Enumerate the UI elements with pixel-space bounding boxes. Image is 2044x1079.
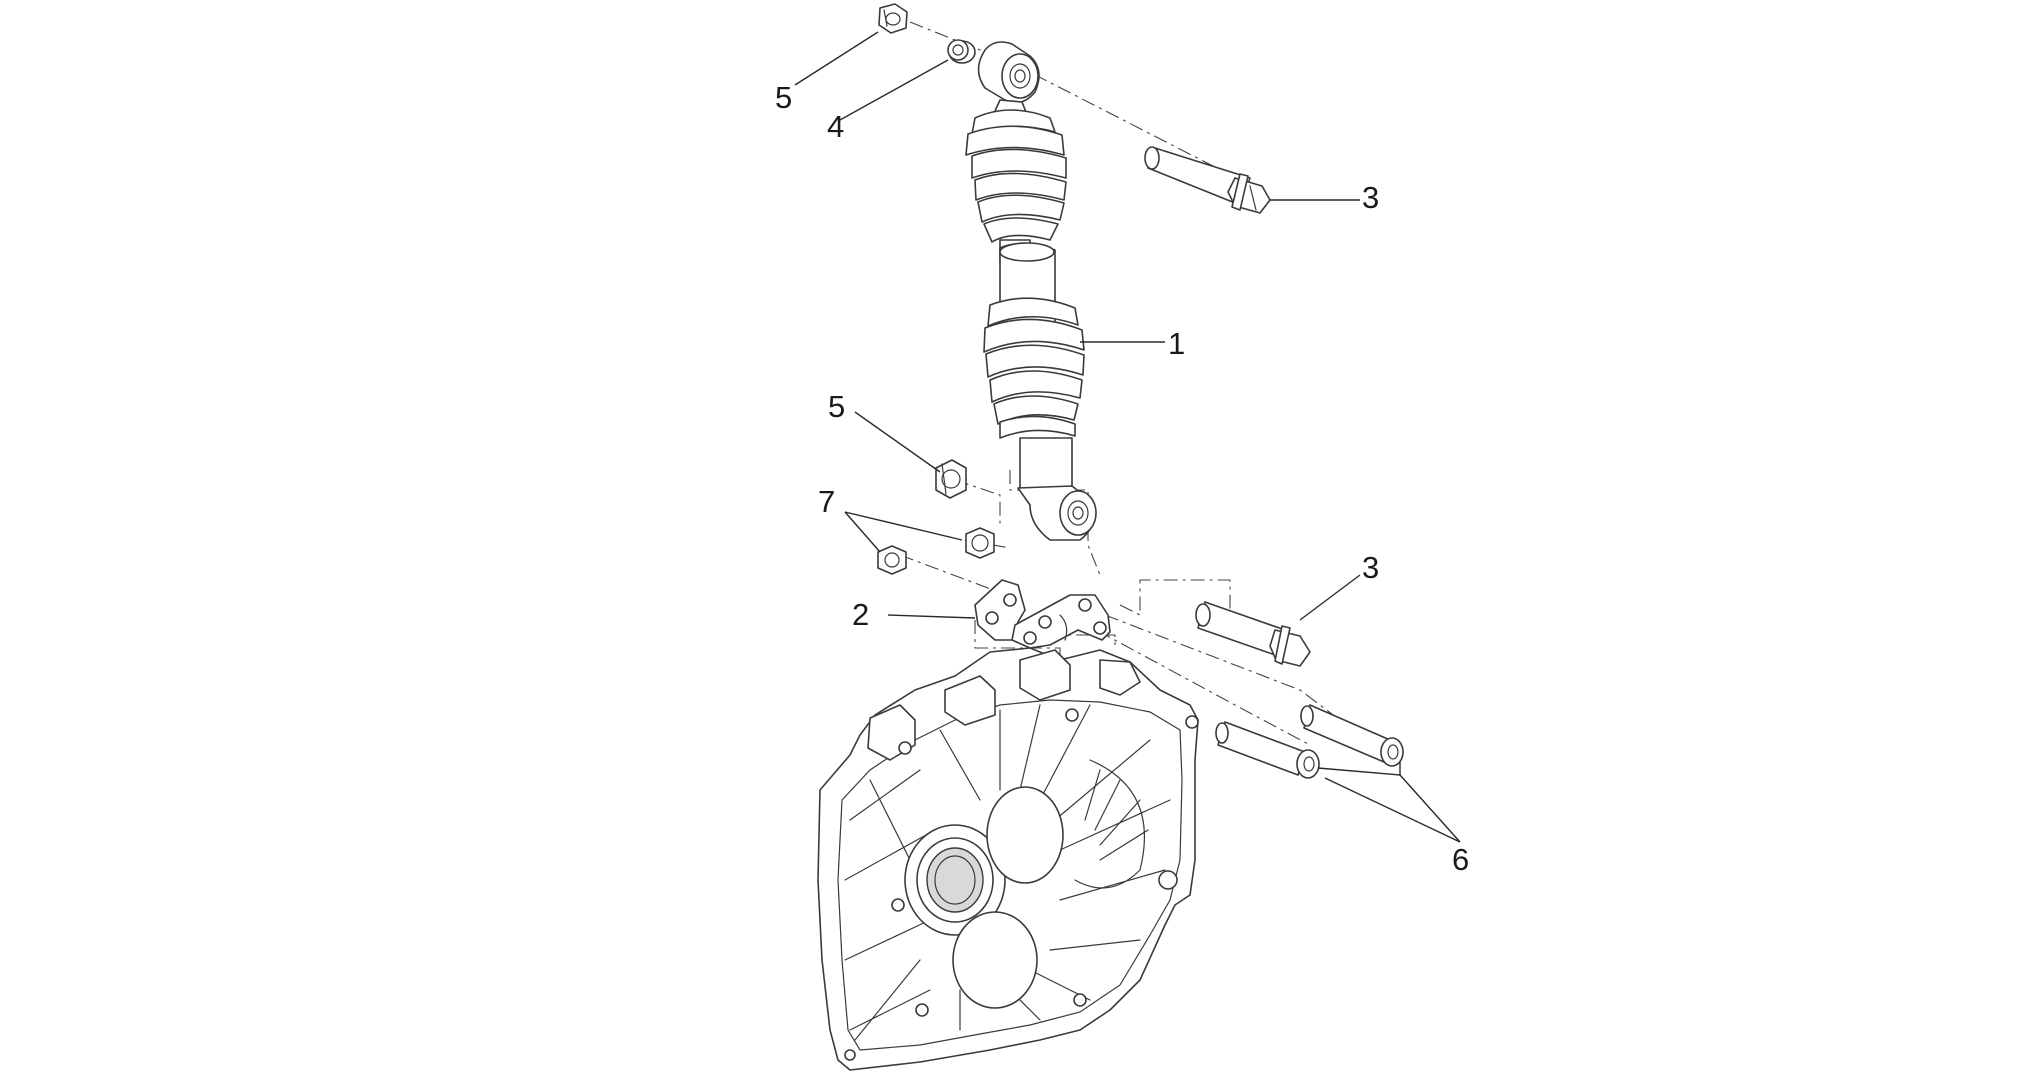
screw-6a	[1215, 721, 1320, 779]
bolt-lower	[1195, 601, 1311, 667]
callout-2: 2	[852, 597, 869, 632]
callout-6: 6	[1452, 842, 1469, 877]
callouts: 5 4 3 1 5 7 3 2 6	[775, 80, 1469, 877]
nut-top	[878, 3, 908, 34]
screw-6b	[1300, 704, 1404, 767]
callout-4: 4	[827, 109, 844, 144]
shock-absorber	[965, 41, 1097, 541]
callout-5-top: 5	[775, 80, 792, 115]
nut-7a	[965, 527, 995, 559]
crankcase-cover	[817, 647, 1199, 1071]
top-spring	[965, 109, 1067, 243]
leader-lines	[794, 31, 1461, 843]
bracket	[974, 579, 1111, 649]
washer-top	[947, 39, 976, 64]
callout-1: 1	[1168, 326, 1185, 361]
callout-7: 7	[818, 484, 835, 519]
nut-lower	[935, 459, 967, 499]
bolt-top	[1144, 146, 1271, 214]
lower-spring	[983, 297, 1085, 425]
callout-3-lower: 3	[1362, 550, 1379, 585]
callout-5-lower: 5	[828, 389, 845, 424]
callout-3-top: 3	[1362, 180, 1379, 215]
nut-7b	[877, 545, 907, 575]
